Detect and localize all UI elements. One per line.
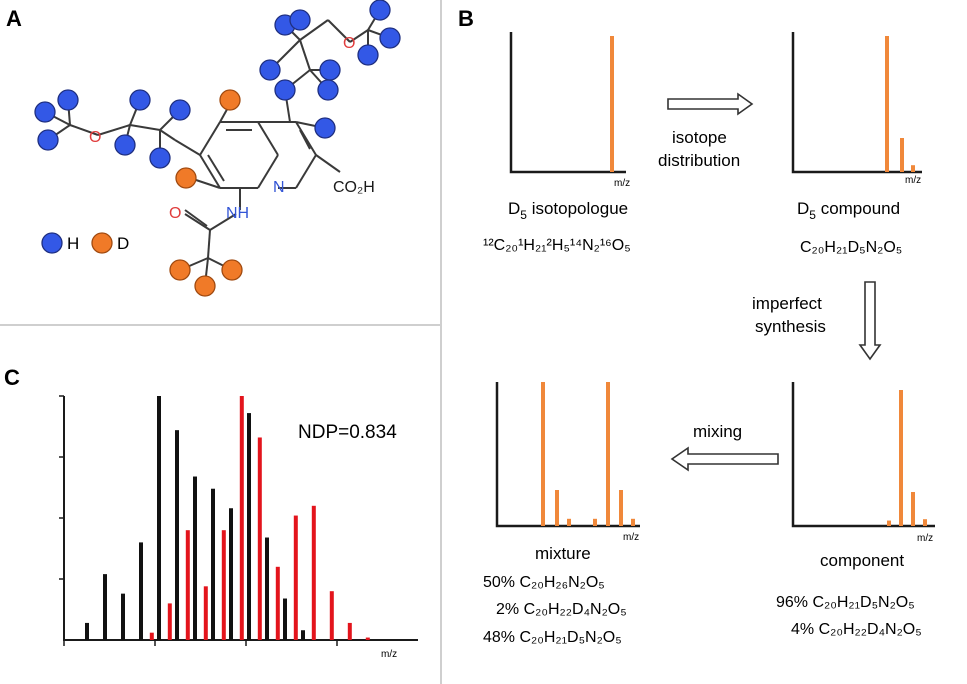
bar-series1-7 <box>275 566 280 640</box>
panel-b-label: B <box>458 6 474 31</box>
bar-series0-1 <box>103 574 107 640</box>
title-mixture: mixture <box>535 544 591 563</box>
bar-series1-2 <box>185 530 190 640</box>
bar-series1-12 <box>365 637 370 640</box>
peak-mixture-4 <box>606 382 610 526</box>
panel-c-label: C <box>4 365 20 390</box>
peak-mixture-3 <box>593 518 597 526</box>
panel-b: B m/z m/z m/z m/z D5 isotopologue D5 com… <box>458 6 935 646</box>
bar-series0-7 <box>211 488 215 640</box>
arrow-isotope-label-2: distribution <box>658 151 740 170</box>
formula-mixture-2: 2% C₂₀H₂₂D₄N₂O₅ <box>496 601 627 618</box>
formula-mixture-1: 50% C₂₀H₂₆N₂O₅ <box>483 574 605 591</box>
bar-series0-0 <box>85 622 89 640</box>
peak-compound-1 <box>900 138 904 172</box>
peak-mixture-2 <box>567 518 571 526</box>
bar-series1-8 <box>293 515 298 640</box>
bar-series0-6 <box>193 476 197 640</box>
bar-series0-9 <box>247 413 251 640</box>
title-compound: D5 compound <box>797 199 900 222</box>
peak-mixture-1 <box>555 490 559 526</box>
peak-mixture-6 <box>631 518 635 526</box>
formula-component-2: 4% C₂₀H₂₂D₄N₂O₅ <box>791 621 922 638</box>
formula-isotopologue: ¹²C₂₀¹H₂₁²H₅¹⁴N₂¹⁶O₅ <box>483 237 631 254</box>
peak-component-0 <box>887 520 891 526</box>
deuterium-atoms <box>169 89 243 297</box>
panel-a: A <box>6 0 401 297</box>
panel-a-label: A <box>6 6 22 31</box>
peak-mixture-0 <box>541 382 545 526</box>
peak-component-1 <box>899 390 903 526</box>
bar-series1-1 <box>167 603 172 640</box>
peak-compound-0 <box>885 36 889 172</box>
bar-series1-6 <box>257 437 262 640</box>
bar-series0-4 <box>157 396 161 640</box>
arrow-mixing-label: mixing <box>693 422 742 441</box>
bar-series0-5 <box>175 430 179 640</box>
bar-series1-11 <box>347 622 352 640</box>
bar-series0-2 <box>121 593 125 640</box>
spectrum-axes <box>495 32 935 528</box>
peak-component-3 <box>923 519 927 526</box>
ring-nitrogen-label: N <box>273 179 285 196</box>
bar-series1-0 <box>149 632 154 640</box>
formula-mixture-3: 48% C₂₀H₂₁D₅N₂O₅ <box>483 629 622 646</box>
axis-unit-compound: m/z <box>905 175 921 186</box>
chart-ticks <box>59 395 338 646</box>
chart-x-unit: m/z <box>381 649 397 660</box>
amide-oxygen-label: O <box>169 205 181 222</box>
formula-component-1: 96% C₂₀H₂₁D₅N₂O₅ <box>776 594 915 611</box>
formula-compound: C₂₀H₂₁D₅N₂O₅ <box>800 239 902 256</box>
title-component: component <box>820 551 904 570</box>
peak-component-2 <box>911 492 915 526</box>
spectrum-peaks <box>541 36 927 526</box>
bar-series0-11 <box>283 598 287 640</box>
ndp-score: NDP=0.834 <box>298 422 397 443</box>
oxygen-left-label: O <box>89 129 101 146</box>
arrow-synthesis-label-1: imperfect <box>752 294 822 313</box>
arrow-synthesis-label-2: synthesis <box>755 317 826 336</box>
arrow-imperfect-synthesis <box>858 281 882 361</box>
bar-series0-8 <box>229 508 233 640</box>
legend-h-swatch <box>41 232 63 254</box>
oxygen-top-label: O <box>343 35 355 52</box>
legend-d-label: D <box>117 234 129 253</box>
axis-unit-isotopologue: m/z <box>614 178 630 189</box>
carboxylic-acid-label: CO₂H <box>333 179 375 196</box>
bar-series0-12 <box>301 630 305 640</box>
hydrogen-atoms <box>34 0 401 169</box>
legend-h-label: H <box>67 234 79 253</box>
arrow-mixing <box>670 446 779 472</box>
bar-series1-10 <box>329 591 334 640</box>
bar-series0-10 <box>265 537 269 640</box>
title-isotopologue: D5 isotopologue <box>508 199 628 222</box>
peak-isotopologue-0 <box>610 36 614 172</box>
bar-series0-3 <box>139 542 143 640</box>
bar-series1-3 <box>203 586 208 640</box>
panel-c: C NDP=0.834 m/z <box>4 365 418 660</box>
bar-series1-4 <box>221 530 226 640</box>
arrow-isotope-label-1: isotope <box>672 128 727 147</box>
bar-series1-9 <box>311 505 316 640</box>
bar-series1-5 <box>239 396 244 640</box>
axis-unit-component: m/z <box>917 533 933 544</box>
peak-mixture-5 <box>619 490 623 526</box>
legend-d-swatch <box>91 232 113 254</box>
arrow-isotope-distribution <box>667 92 754 116</box>
chart-bars <box>85 396 370 640</box>
amine-label: NH <box>226 205 249 222</box>
axis-unit-mixture: m/z <box>623 532 639 543</box>
peak-compound-2 <box>911 165 915 172</box>
